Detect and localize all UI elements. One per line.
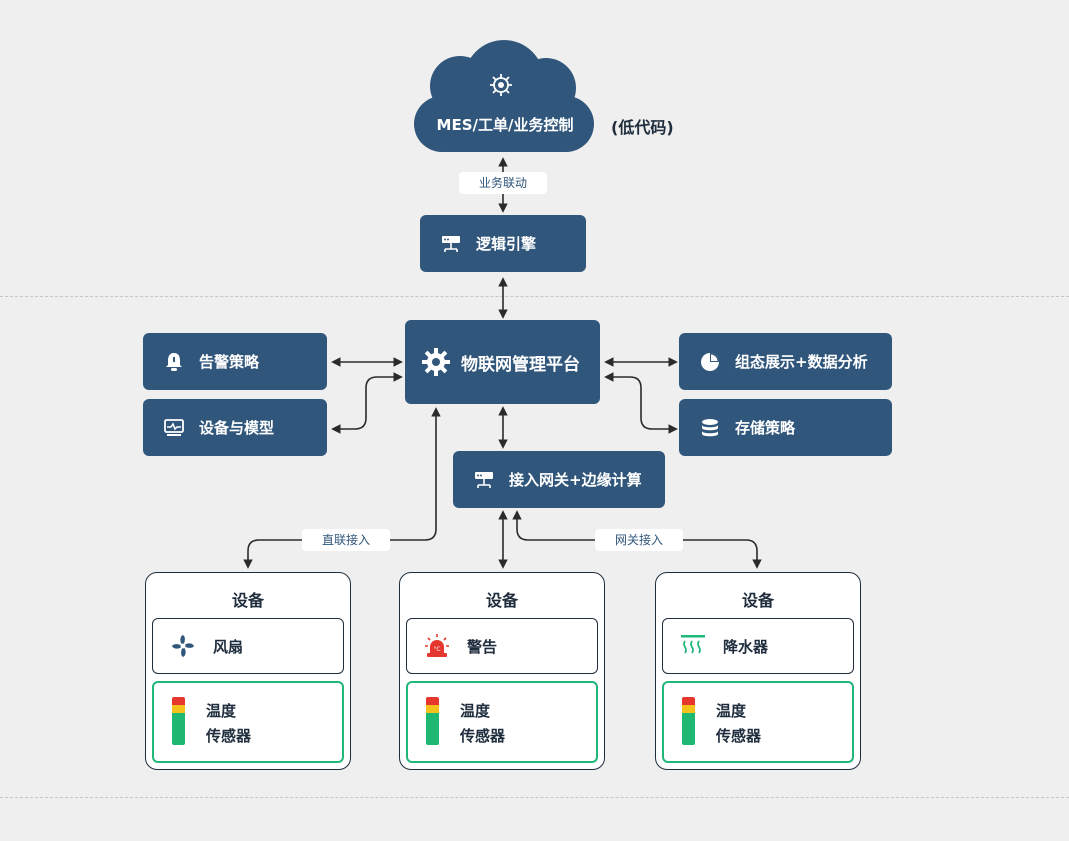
temperature-sensor[interactable]: 温度 传感器 — [406, 681, 598, 763]
pie-chart-icon — [699, 351, 721, 373]
logic-engine-label: 逻辑引擎 — [476, 235, 537, 253]
business-link-label: 业务联动 — [459, 172, 547, 194]
device-title: 设备 — [741, 591, 774, 610]
gateway-edge-label: 接入网关+边缘计算 — [509, 471, 642, 489]
sensor-line-2: 传感器 — [206, 727, 252, 745]
temperature-sensor[interactable]: 温度 传感器 — [152, 681, 344, 763]
lower-divider — [0, 797, 1069, 798]
storage-policy-label: 存储策略 — [735, 419, 796, 437]
cooler-label: 降水器 — [723, 637, 769, 656]
server-icon — [473, 469, 495, 491]
device-card-3[interactable]: 设备 降水器 温度 传感器 — [655, 572, 861, 770]
fan-label: 风扇 — [213, 637, 244, 656]
device-card-2[interactable]: 设备 °C 警告 温度 传感器 — [399, 572, 605, 770]
svg-text:°C: °C — [433, 646, 440, 653]
alarm-policy-box[interactable]: 告警策略 — [143, 333, 327, 390]
upper-divider — [0, 296, 1069, 297]
heat-wave-icon — [679, 632, 707, 660]
alarm-policy-label: 告警策略 — [199, 353, 260, 371]
sensor-line-2: 传感器 — [460, 727, 506, 745]
platform-label: 物联网管理平台 — [461, 354, 580, 375]
alarm-label: 警告 — [467, 637, 498, 656]
logic-engine-box[interactable]: 逻辑引擎 — [420, 215, 586, 272]
display-analytics-box[interactable]: 组态展示+数据分析 — [679, 333, 892, 390]
direct-link-label: 直联接入 — [302, 529, 390, 551]
sensor-line-1: 温度 — [460, 702, 491, 720]
cloud-label: MES/工单/业务控制 — [436, 116, 574, 134]
fan-item[interactable]: 风扇 — [152, 618, 344, 674]
status-bar-icon — [172, 697, 185, 745]
gateway-link-label: 网关接入 — [595, 529, 683, 551]
cloud-icon — [486, 70, 516, 100]
device-model-box[interactable]: 设备与模型 — [143, 399, 327, 456]
bell-icon — [163, 351, 185, 373]
device-model-label: 设备与模型 — [199, 419, 275, 437]
cloud-shape — [414, 40, 594, 152]
storage-policy-box[interactable]: 存储策略 — [679, 399, 892, 456]
low-code-note: (低代码) — [611, 118, 674, 137]
database-icon — [699, 417, 721, 439]
sensor-line-1: 温度 — [206, 702, 237, 720]
display-analytics-label: 组态展示+数据分析 — [735, 353, 868, 371]
gateway-edge-box[interactable]: 接入网关+边缘计算 — [453, 451, 665, 508]
cooler-item[interactable]: 降水器 — [662, 618, 854, 674]
status-bar-icon — [426, 697, 439, 745]
status-bar-icon — [682, 697, 695, 745]
fan-icon — [169, 632, 197, 660]
sensor-line-2: 传感器 — [716, 727, 762, 745]
alarm-item[interactable]: °C 警告 — [406, 618, 598, 674]
monitor-icon — [163, 417, 185, 439]
device-card-1[interactable]: 设备 风扇 温度 传感器 — [145, 572, 351, 770]
alarm-light-icon: °C — [423, 632, 451, 660]
gear-icon — [421, 347, 451, 377]
device-title: 设备 — [485, 591, 518, 610]
temperature-sensor[interactable]: 温度 传感器 — [662, 681, 854, 763]
platform-box[interactable]: 物联网管理平台 — [405, 320, 600, 404]
server-icon — [440, 233, 462, 255]
sensor-line-1: 温度 — [716, 702, 747, 720]
device-title: 设备 — [231, 591, 264, 610]
